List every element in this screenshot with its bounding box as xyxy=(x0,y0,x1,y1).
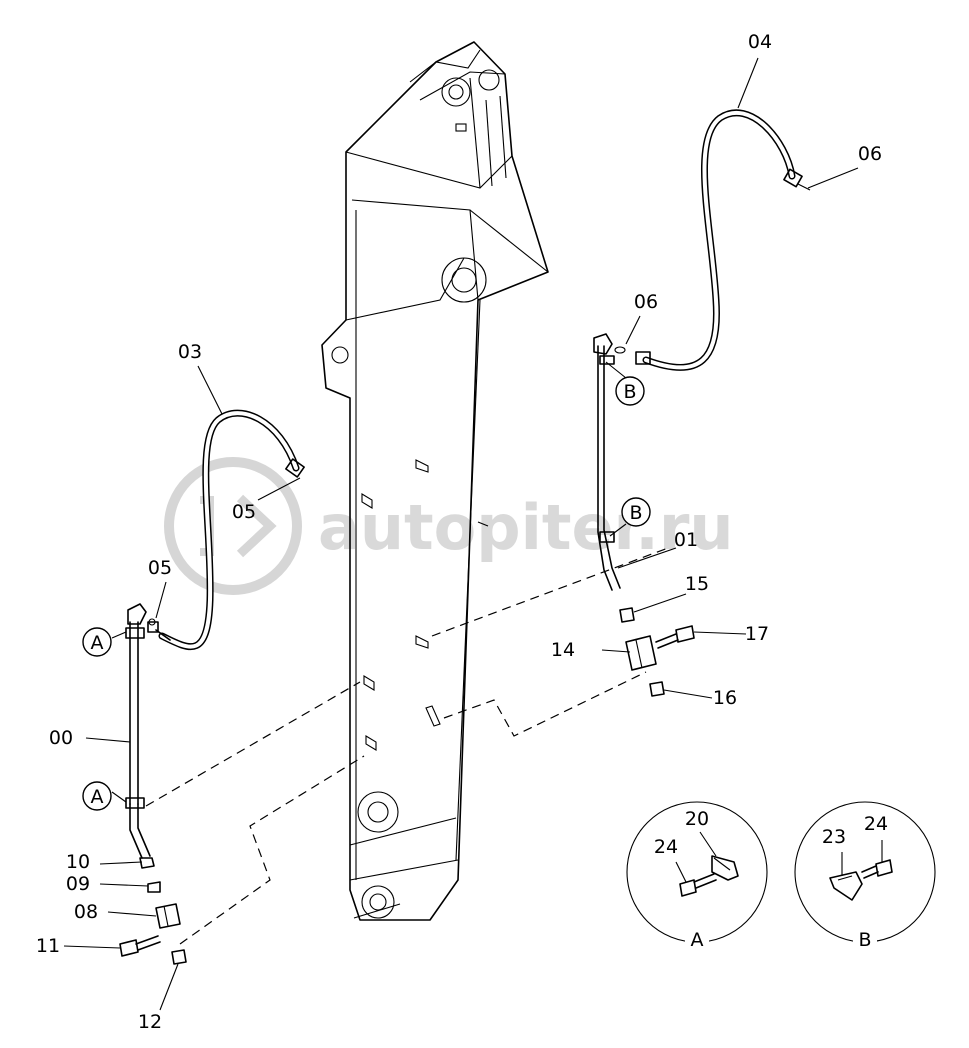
callout-c16: 16 xyxy=(713,687,737,709)
callout-c06a: 06 xyxy=(858,143,882,165)
callout-c09: 09 xyxy=(66,873,90,895)
callout-c01: 01 xyxy=(674,529,698,551)
callout-c03: 03 xyxy=(178,341,202,363)
left-pipe-assembly xyxy=(119,409,305,965)
callout-c04: 04 xyxy=(748,31,772,53)
marker-letter: B xyxy=(629,502,642,524)
callout-leaders xyxy=(63,57,883,1011)
callout-c15: 15 xyxy=(685,573,709,595)
marker-circle xyxy=(82,781,112,811)
marker-letter: B xyxy=(623,381,636,403)
caption-background xyxy=(853,928,877,952)
caption-detailB: B xyxy=(858,929,871,951)
callout-c06b: 06 xyxy=(634,291,658,313)
callout-c17: 17 xyxy=(745,623,769,645)
callout-c10: 10 xyxy=(66,851,90,873)
callout-c05a: 05 xyxy=(232,501,256,523)
detail-markers: A A B B xyxy=(82,376,651,811)
watermark-logo: autopiter.ru xyxy=(164,457,734,595)
callout-c00: 00 xyxy=(49,727,73,749)
callout-c14: 14 xyxy=(551,639,575,661)
marker-letter: A xyxy=(91,786,104,808)
marker-circle xyxy=(621,497,651,527)
callout-c24b: 24 xyxy=(864,813,888,835)
marker-mB2: B xyxy=(621,497,651,527)
watermark-text: autopiter.ru xyxy=(318,491,734,564)
callout-c12: 12 xyxy=(138,1011,162,1033)
callout-c20: 20 xyxy=(685,808,709,830)
marker-letter: A xyxy=(91,632,104,654)
callout-c11: 11 xyxy=(36,935,60,957)
caption-background xyxy=(685,928,709,952)
marker-mA1: A xyxy=(82,627,112,657)
right-pipe-assembly xyxy=(593,109,811,697)
callout-c08: 08 xyxy=(74,901,98,923)
marker-mA2: A xyxy=(82,781,112,811)
marker-circle xyxy=(615,376,645,406)
callout-c05b: 05 xyxy=(148,557,172,579)
marker-circle xyxy=(82,627,112,657)
boom-arm xyxy=(321,41,549,921)
marker-mB1: B xyxy=(615,376,645,406)
callout-c24a: 24 xyxy=(654,836,678,858)
callout-c23: 23 xyxy=(822,826,846,848)
caption-detailA: A xyxy=(691,929,704,951)
dashed-leaders xyxy=(145,547,669,945)
